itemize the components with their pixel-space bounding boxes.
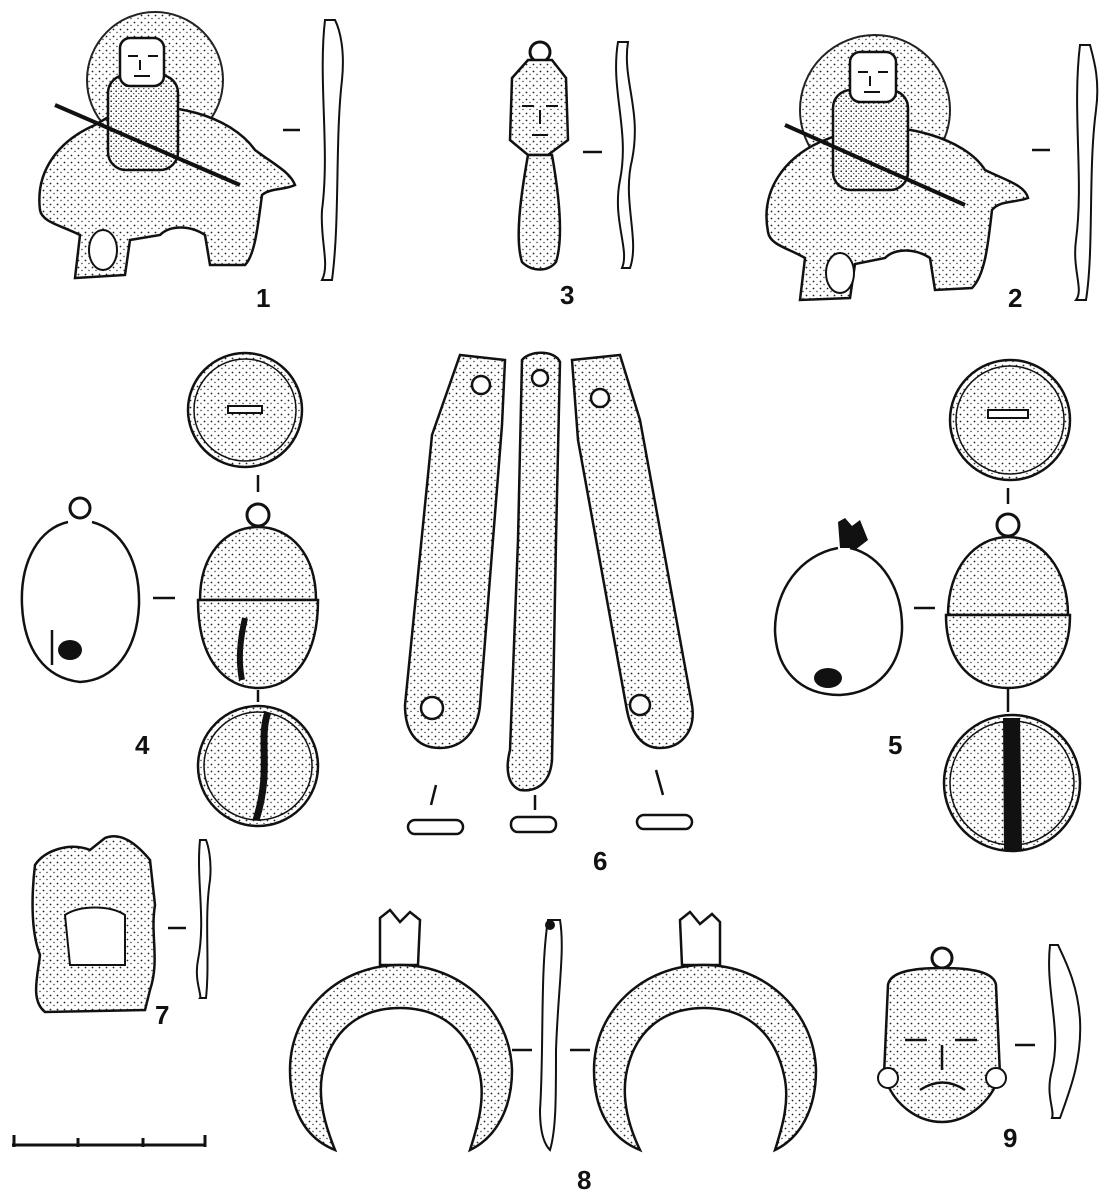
label-4: 4 — [135, 730, 150, 760]
artifact-1-rider-plaque — [38, 11, 344, 281]
artifact-9-face-pendant — [877, 944, 1082, 1124]
artifact-4-bell — [20, 351, 320, 828]
artifact-5-bell — [773, 358, 1082, 853]
section-profile-2 — [1073, 44, 1099, 301]
scale-bar — [12, 1135, 207, 1147]
label-5: 5 — [888, 730, 903, 760]
label-3: 3 — [560, 280, 575, 310]
face-2 — [848, 50, 898, 104]
label-8: 8 — [577, 1165, 592, 1195]
label-6: 6 — [593, 846, 608, 876]
section-profile-1 — [320, 19, 344, 281]
face-1 — [118, 36, 166, 88]
spear-2 — [784, 123, 966, 207]
saw-middle — [506, 351, 562, 792]
section-profile-7 — [195, 839, 212, 999]
label-2: 2 — [1008, 283, 1023, 313]
saw-right — [570, 353, 694, 750]
artifact-2-rider-plaque — [765, 34, 1099, 302]
spear-1 — [54, 103, 241, 187]
label-1: 1 — [256, 283, 271, 313]
saw-left — [403, 353, 507, 750]
artifact-8-lunula-pendants — [288, 908, 818, 1153]
label-9: 9 — [1003, 1123, 1018, 1153]
artifact-7-animal-plaque — [31, 835, 212, 1014]
section-profile-3 — [615, 41, 636, 269]
section-profile-9 — [1048, 944, 1082, 1119]
label-7: 7 — [155, 1000, 170, 1030]
artifact-6-saws — [403, 351, 694, 836]
artifact-3-face-pendant — [508, 40, 636, 271]
